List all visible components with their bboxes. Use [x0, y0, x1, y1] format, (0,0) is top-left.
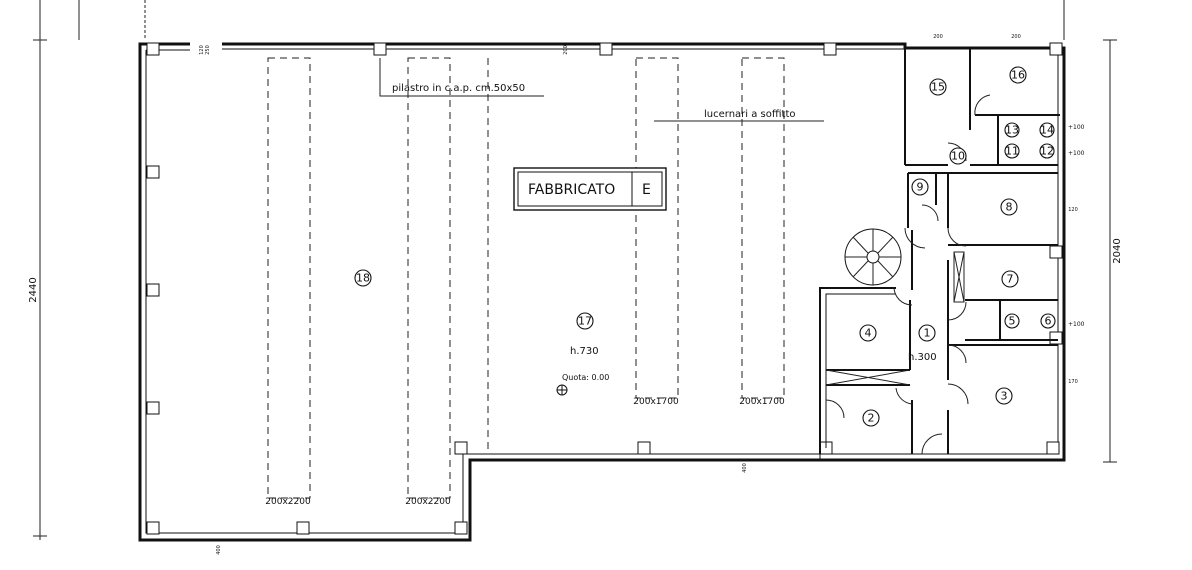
room-12: 12	[1040, 145, 1054, 158]
room-9: 9	[917, 181, 924, 194]
elev-mark-1: +100	[1068, 124, 1085, 131]
office-block	[819, 48, 1060, 455]
dim-mark-5: 400	[742, 463, 748, 473]
dimension-lines	[33, 0, 1117, 540]
office-height-dim: 2040	[1112, 238, 1123, 263]
building-title-box	[513, 167, 667, 211]
dim-mark-4: 400	[216, 545, 222, 555]
overall-height-dim: 2440	[28, 277, 39, 302]
room-8: 8	[1006, 201, 1013, 214]
dim-mark-2: 250	[205, 45, 211, 55]
floor-level: Quota: 0.00	[562, 373, 609, 382]
room-13: 13	[1005, 124, 1019, 137]
room-markers	[354, 66, 1056, 427]
room-4: 4	[865, 327, 872, 340]
hall-height: h.730	[570, 346, 599, 357]
elev-mark-2: +100	[1068, 150, 1085, 157]
skylight-label-2: 200x2200	[405, 497, 451, 507]
skylight-note: lucernari a soffitto	[704, 109, 796, 120]
room-6: 6	[1045, 315, 1052, 328]
room-14: 14	[1040, 124, 1054, 137]
room-16: 16	[1011, 69, 1025, 82]
room-3: 3	[1001, 390, 1008, 403]
room-10: 10	[951, 150, 965, 163]
dim-mark-8: 170	[1068, 379, 1078, 385]
pillar-note: pilastro in c.a.p. cm.50x50	[392, 83, 525, 94]
elev-mark-3: +100	[1068, 321, 1085, 328]
room-5: 5	[1009, 315, 1016, 328]
room-17: 17	[578, 315, 592, 328]
dim-mark-1: 120	[199, 45, 205, 55]
skylight-label-3: 200x1700	[633, 397, 679, 407]
building-title: FABBRICATO	[528, 182, 615, 198]
room-11: 11	[1005, 145, 1019, 158]
office-height: h.300	[908, 352, 937, 363]
dim-mark-9: 120	[1068, 207, 1078, 213]
level-marker-icon	[556, 384, 568, 396]
pillars	[146, 42, 1063, 535]
skylight-label-1: 200x2200	[265, 497, 311, 507]
dim-mark-3: 200	[563, 45, 569, 55]
room-18: 18	[356, 272, 370, 285]
dim-mark-6: 200	[933, 34, 943, 40]
skylights	[267, 57, 785, 499]
dim-mark-7: 200	[1011, 34, 1021, 40]
building-title-suffix: E	[642, 182, 651, 198]
room-7: 7	[1007, 273, 1014, 286]
skylight-label-4: 200x1700	[739, 397, 785, 407]
outer-walls	[138, 42, 1066, 542]
room-1: 1	[924, 327, 931, 340]
room-2: 2	[868, 412, 875, 425]
room-15: 15	[931, 81, 945, 94]
